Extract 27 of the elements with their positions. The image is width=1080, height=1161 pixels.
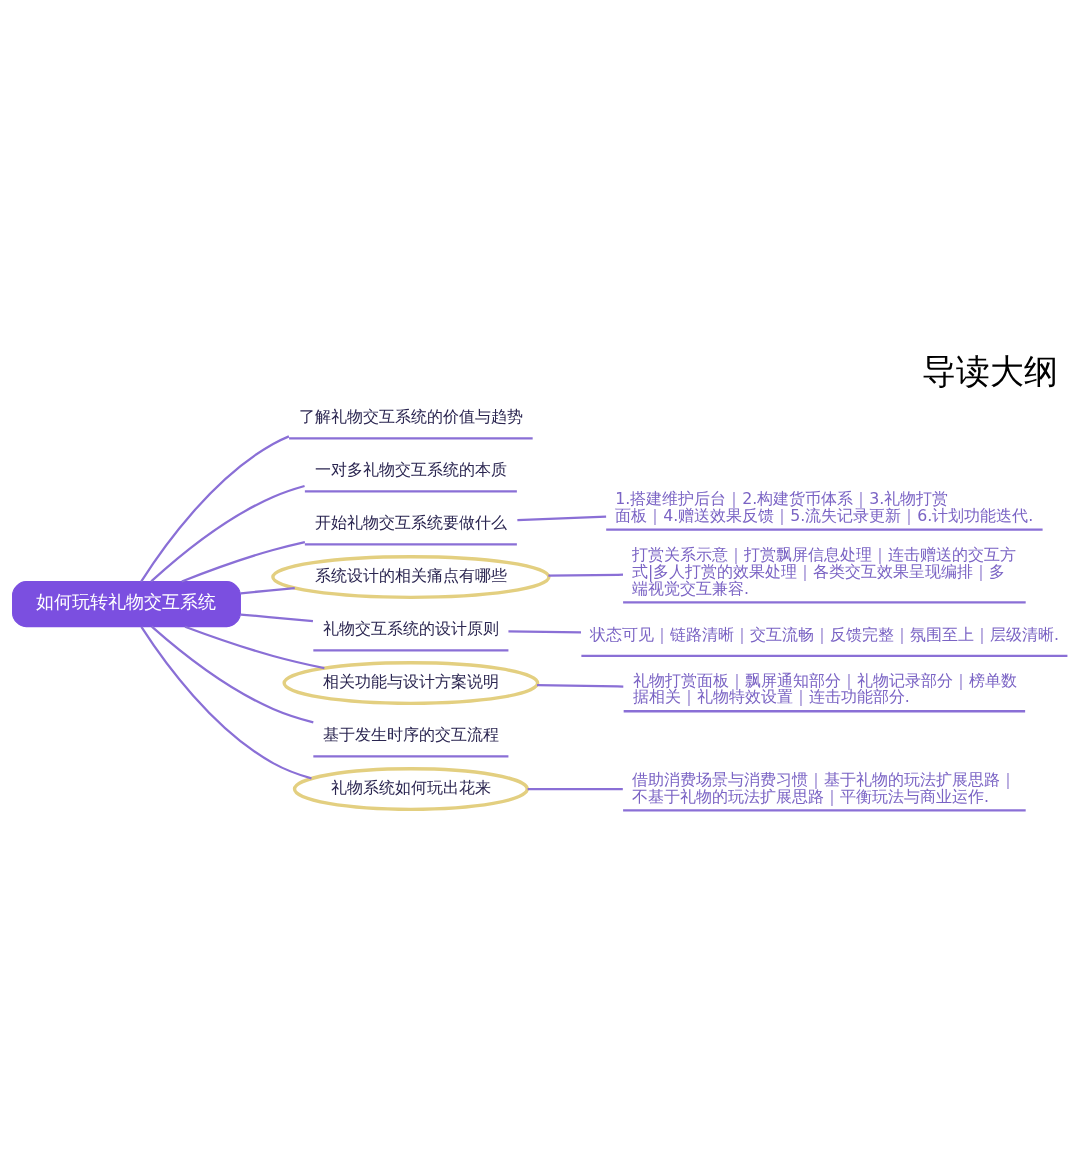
- node-box: 如何玩转礼物交互系统: [12, 580, 241, 627]
- connector: [527, 787, 623, 790]
- connector: [548, 573, 624, 577]
- node-ellipse: 相关功能与设计方案说明: [282, 660, 540, 705]
- connector: [240, 586, 295, 594]
- connector: [240, 612, 314, 622]
- node-text: 状态可见｜链路清晰｜交互流畅｜反馈完整｜氛围至上｜层级清晰.: [589, 624, 1059, 644]
- connector: [140, 434, 290, 582]
- node-text: 1.搭建维护后台｜2.构建货币体系｜3.礼物打赏面板｜4.赠送效果反馈｜5.流失记录更新｜6.计划功能迭代.: [615, 488, 1034, 525]
- node-text: 了解礼物交互系统的价值与趋势: [298, 406, 523, 426]
- node-text: 一对多礼物交互系统的本质: [314, 459, 507, 479]
- connector: [517, 514, 607, 521]
- node-text: 打赏关系示意｜打赏飘屏信息处理｜连击赠送的交互方式|多人打赏的效果处理｜各类交互效果呈现编排｜多端视觉交互兼容.: [632, 544, 1017, 598]
- node-text: 借助消费场景与消费习惯｜基于礼物的玩法扩展思路｜不基于礼物的玩法扩展思路｜平衡玩法与商业运作.: [632, 769, 1017, 806]
- node-text: 开始礼物交互系统要做什么: [314, 512, 507, 532]
- diagram-title: 导读大纲: [922, 351, 1059, 391]
- node-text: 基于发生时序的交互流程: [322, 724, 499, 744]
- connector: [537, 683, 624, 688]
- connector: [508, 629, 581, 633]
- connector: [150, 484, 305, 582]
- node-text: 礼物打赏面板｜飘屏通知部分｜礼物记录部分｜榜单数据相关｜礼物特效设置｜连击功能部分.: [632, 670, 1017, 706]
- node-ellipse: 礼物系统如何玩出花来: [292, 766, 529, 811]
- connector: [181, 540, 306, 582]
- connector: [140, 625, 312, 779]
- node-text: 礼物交互系统的设计原则: [322, 618, 499, 638]
- node-ellipse: 系统设计的相关痛点有哪些: [271, 554, 551, 599]
- connector: [151, 625, 314, 723]
